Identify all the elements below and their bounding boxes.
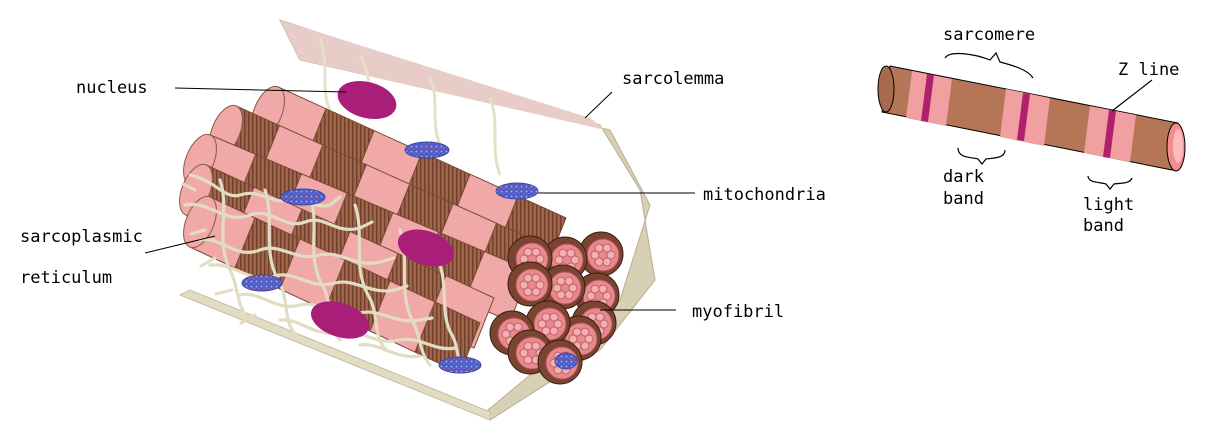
mitochondrion <box>554 352 578 370</box>
myofilament-dot <box>595 312 605 322</box>
myofilament-dot <box>523 247 533 257</box>
myofilament-dot <box>564 290 574 300</box>
myofilament-dot <box>570 255 580 265</box>
myofilament-dot <box>564 276 574 286</box>
myofilament-dot <box>541 326 551 336</box>
myofilament-dot <box>568 334 578 344</box>
myofilament-dot <box>602 291 612 301</box>
mitochondrion <box>495 182 539 200</box>
myofilament-dot <box>531 287 541 297</box>
myofilament-dot <box>505 322 515 332</box>
myofilament-dot <box>602 257 612 267</box>
myofilament-dot <box>531 273 541 283</box>
mitochondria-group <box>241 141 578 374</box>
myofilament-dot <box>535 254 545 264</box>
mitochondrion <box>404 141 450 159</box>
myofilament-dot <box>590 284 600 294</box>
label-reticulum: reticulum <box>20 268 112 288</box>
myofilament-dot <box>552 283 562 293</box>
nucleus-leader <box>174 87 347 93</box>
myofilament-dot <box>541 312 551 322</box>
nucleus-shape <box>310 301 370 339</box>
myofibrils <box>179 85 624 385</box>
myofilament-dot <box>549 326 559 336</box>
myofilament-dot <box>556 276 566 286</box>
z-line <box>921 74 934 122</box>
label-sarcomere: sarcomere <box>943 25 1035 45</box>
myofilament-dot <box>568 283 578 293</box>
myofilament-dot <box>513 322 523 332</box>
myofilament-dot <box>519 280 529 290</box>
myofilament-dot <box>556 290 566 300</box>
myofilament-dot <box>598 284 608 294</box>
mitochondrion <box>280 188 326 206</box>
sarcolemma-leader <box>584 91 613 119</box>
myofilament-dot <box>584 334 594 344</box>
label-sarcolemma: sarcolemma <box>622 69 724 89</box>
myofilament-dot <box>523 355 533 365</box>
label-mitochondria: mitochondria <box>703 185 826 205</box>
myofilament-dot <box>594 257 604 267</box>
label-nucleus: nucleus <box>76 78 148 98</box>
myofilament-dot <box>572 327 582 337</box>
z-line <box>1103 110 1116 158</box>
myofilament-dot <box>580 327 590 337</box>
myofibril-end-left <box>877 65 895 113</box>
myofilament-dot <box>599 319 609 329</box>
myofilament-dot <box>554 255 564 265</box>
myofilament-dot <box>535 280 545 290</box>
myofilament-dot <box>523 341 533 351</box>
leader-lines <box>144 87 695 311</box>
myofilament-dot <box>537 319 547 329</box>
nuclei <box>310 80 455 339</box>
myofilament-dot <box>531 247 541 257</box>
dark-band-brace <box>957 147 1006 165</box>
z-line <box>1017 93 1030 141</box>
light-band-brace <box>1087 175 1133 190</box>
mitochondrion <box>241 274 283 292</box>
sarcomere-brace <box>944 51 1034 79</box>
label-sarcoplasmic: sarcoplasmic <box>20 227 143 247</box>
reticulum-leader <box>144 235 216 254</box>
myofilament-dot <box>553 319 563 329</box>
nucleus-shape <box>337 80 397 120</box>
myofilament-dot <box>558 248 568 258</box>
label-dark: dark <box>943 167 984 187</box>
myofilament-dot <box>590 250 600 260</box>
myofilament-dot <box>606 250 616 260</box>
myofilament-dot <box>566 248 576 258</box>
myofilament-dot <box>523 287 533 297</box>
myofilament-dot <box>523 273 533 283</box>
myofilament-dot <box>549 312 559 322</box>
band-markers <box>944 51 1153 190</box>
mitochondrion <box>438 356 482 374</box>
myofilament-dot <box>602 243 612 253</box>
myofilament-dot <box>580 341 590 351</box>
nucleus-shape <box>397 229 455 267</box>
z-line-leader <box>1111 79 1153 112</box>
label-light-band: band <box>1083 216 1124 236</box>
myofilament-dot <box>594 243 604 253</box>
label-dark-band: band <box>943 189 984 209</box>
label-light: light <box>1083 195 1134 215</box>
label-z-line: Z line <box>1118 60 1179 80</box>
myofilament-dot <box>531 341 541 351</box>
myofilament-dot <box>586 291 596 301</box>
sarcolemma-membrane <box>178 19 656 421</box>
label-myofibril: myofibril <box>692 302 784 322</box>
myofilament-dot <box>519 348 529 358</box>
myofilament-dot <box>501 329 511 339</box>
myofibril-detail <box>877 65 1186 172</box>
